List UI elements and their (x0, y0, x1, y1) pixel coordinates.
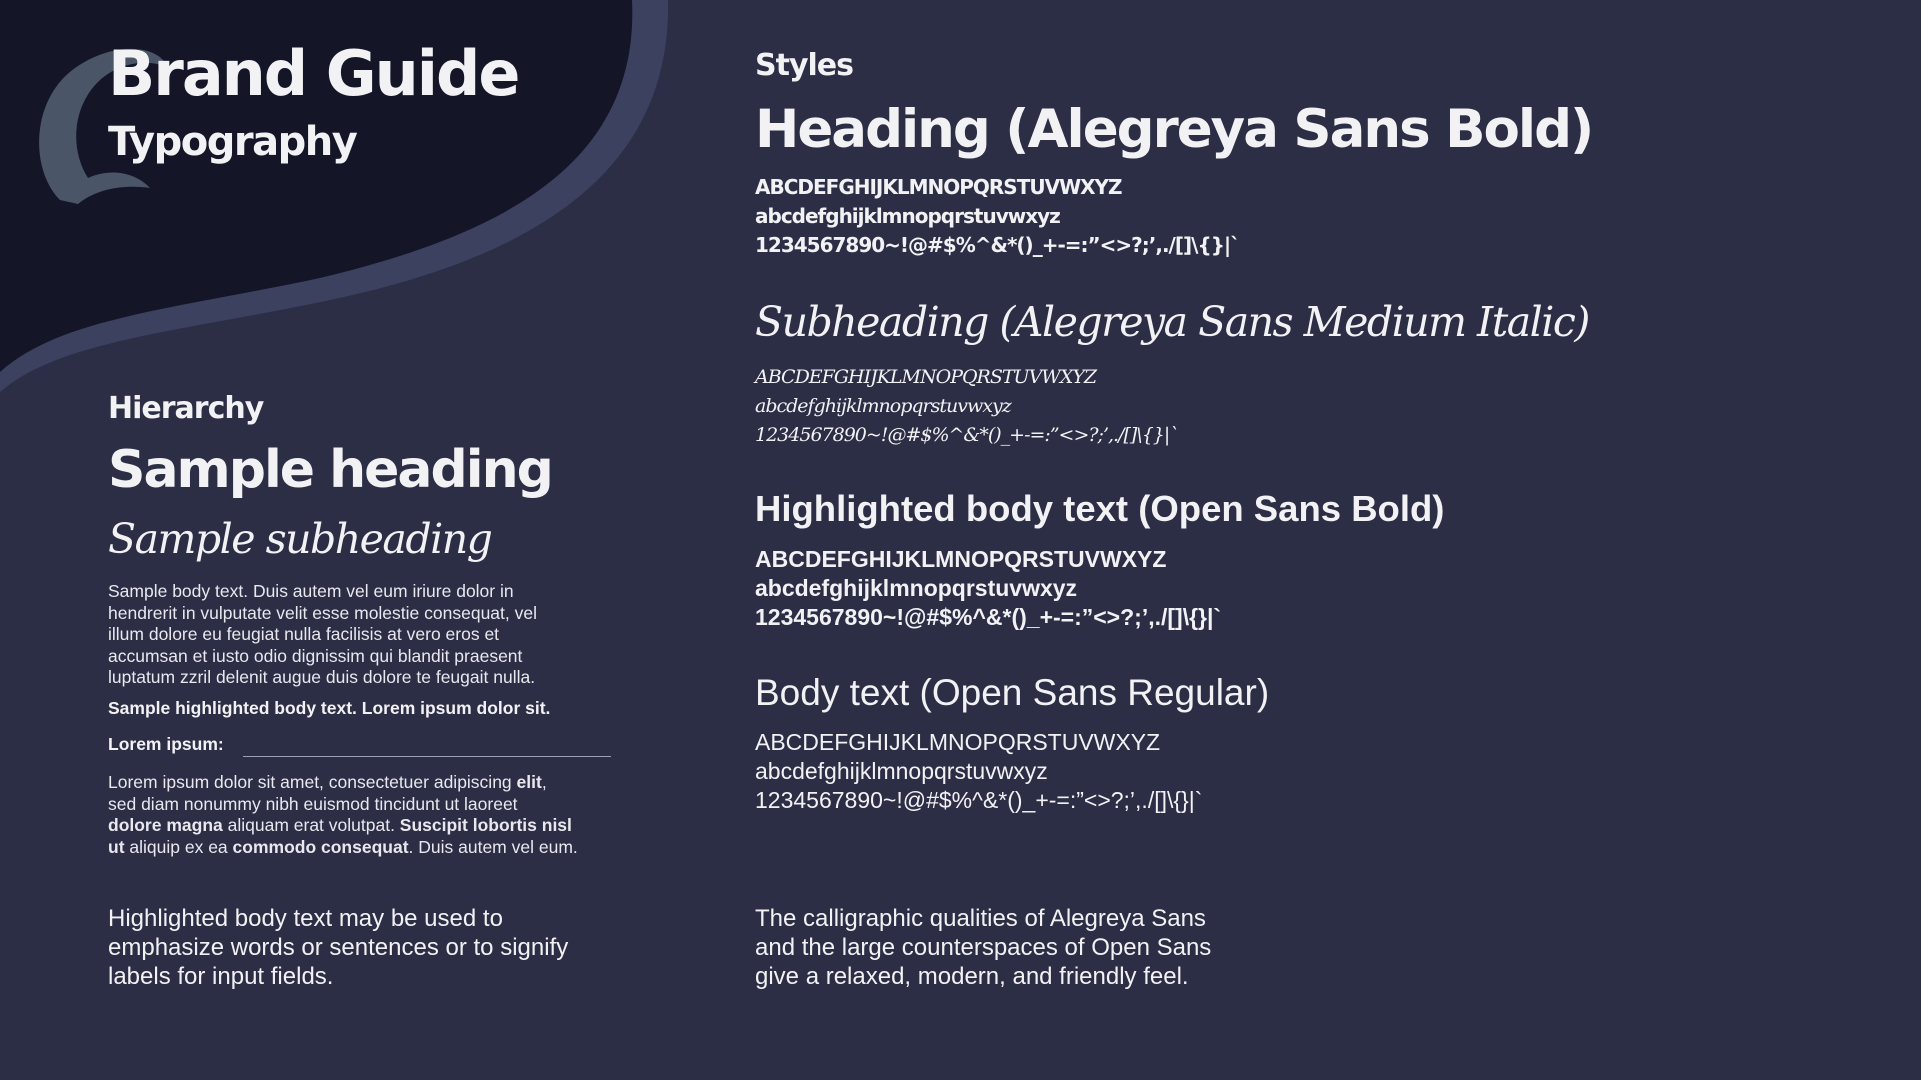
rich-text-run: Lorem ipsum dolor sit amet, consectetuer… (108, 772, 517, 792)
sample-body-text: Sample body text. Duis autem vel eum iri… (108, 581, 613, 689)
header-swoosh-decoration (0, 0, 669, 392)
subheading-style-title: Subheading (Alegreya Sans Medium Italic) (755, 298, 1590, 346)
rich-text-run: , (541, 772, 547, 792)
sample-subheading: Sample subheading (108, 515, 493, 563)
styles-footnote: The calligraphic qualities of Alegreya S… (755, 904, 1275, 991)
page-title: Brand Guide (108, 37, 520, 110)
glyph-row-symbols: 1234567890~!@#$%^&*()_+-=:”<>?;’,./[]\{}… (755, 787, 1203, 813)
rich-bold-run: ut (108, 836, 125, 857)
highlighted-style-glyphs: ABCDEFGHIJKLMNOPQRSTUVWXYZ abcdefghijklm… (755, 545, 1221, 632)
page-subtitle: Typography (108, 119, 358, 165)
glyph-row-lowercase: abcdefghijklmnopqrstuvwxyz (755, 758, 1048, 784)
glyph-row-uppercase: ABCDEFGHIJKLMNOPQRSTUVWXYZ (755, 175, 1123, 199)
input-label: Lorem ipsum: (108, 734, 224, 754)
styles-section-label: Styles (755, 48, 854, 83)
glyph-row-lowercase: abcdefghijklmnopqrstuvwxyz (755, 395, 1012, 417)
footnote-line: and the large counterspaces of Open Sans (755, 934, 1212, 961)
subheading-style-glyphs: ABCDEFGHIJKLMNOPQRSTUVWXYZ abcdefghijklm… (755, 363, 1179, 450)
sample-highlighted-text: Sample highlighted body text. Lorem ipsu… (108, 698, 551, 718)
glyph-row-uppercase: ABCDEFGHIJKLMNOPQRSTUVWXYZ (755, 729, 1161, 755)
mixed-weight-paragraph: Lorem ipsum dolor sit amet, consectetuer… (108, 772, 618, 858)
rich-line: sed diam nonummy nibh euismod tincidunt … (108, 793, 518, 814)
body-line: luptatum zzril delenit augue duis dolore… (108, 667, 536, 688)
footnote-line: emphasize words or sentences or to signi… (108, 934, 569, 961)
footnote-line: The calligraphic qualities of Alegreya S… (755, 905, 1206, 932)
glyph-row-lowercase: abcdefghijklmnopqrstuvwxyz (755, 575, 1078, 601)
glyph-row-symbols: 1234567890~!@#$%^&*()_+-=:”<>?;’,./[]\{}… (755, 424, 1179, 446)
body-line: Sample body text. Duis autem vel eum iri… (108, 581, 514, 601)
glyph-row-symbols: 1234567890~!@#$%^&*()_+-=:”<>?;’,./[]\{}… (755, 604, 1222, 630)
rich-bold-run: commodo consequat (232, 836, 409, 857)
hierarchy-section-label: Hierarchy (108, 391, 264, 426)
body-line: accumsan et iusto odio dignissim qui bla… (108, 645, 523, 666)
glyph-row-lowercase: abcdefghijklmnopqrstuvwxyz (755, 204, 1061, 228)
rich-bold-run: elit (516, 772, 542, 792)
rich-text-run: . Duis autem vel eum. (408, 836, 578, 857)
footnote-line: labels for input fields. (108, 963, 334, 990)
rich-text-run: aliquam erat volutpat. (222, 815, 400, 836)
footnote-line: Highlighted body text may be used to (108, 905, 503, 932)
body-line: hendrerit in vulputate velit esse molest… (108, 602, 537, 623)
body-style-glyphs: ABCDEFGHIJKLMNOPQRSTUVWXYZ abcdefghijklm… (755, 728, 1202, 815)
body-style-title: Body text (Open Sans Regular) (755, 672, 1270, 713)
hierarchy-footnote: Highlighted body text may be used to emp… (108, 904, 628, 991)
rich-line: ut aliquip ex ea commodo consequat. Duis… (108, 837, 618, 859)
heading-style-glyphs: ABCDEFGHIJKLMNOPQRSTUVWXYZ abcdefghijklm… (755, 173, 1240, 260)
rich-line: Lorem ipsum dolor sit amet, consectetuer… (108, 772, 618, 794)
rich-line: dolore magna aliquam erat volutpat. Susc… (108, 815, 618, 837)
swoosh-inner-dark (0, 0, 633, 372)
lorem-ipsum-input[interactable] (243, 740, 611, 757)
glyph-row-uppercase: ABCDEFGHIJKLMNOPQRSTUVWXYZ (755, 546, 1167, 572)
rich-bold-run: dolore magna (108, 815, 223, 836)
brand-leaf-mark (39, 48, 169, 205)
highlighted-style-title: Highlighted body text (Open Sans Bold) (755, 488, 1445, 529)
sample-heading: Sample heading (108, 440, 554, 500)
rich-text-run: aliquip ex ea (124, 836, 233, 857)
body-line: illum dolore eu feugiat nulla facilisis … (108, 624, 500, 645)
rich-bold-run: Suscipit lobortis nisl (399, 815, 572, 836)
heading-style-title: Heading (Alegreya Sans Bold) (755, 99, 1594, 160)
footnote-line: give a relaxed, modern, and friendly fee… (755, 963, 1189, 990)
glyph-row-uppercase: ABCDEFGHIJKLMNOPQRSTUVWXYZ (755, 366, 1097, 388)
glyph-row-symbols: 1234567890~!@#$%^&*()_+-=:”<>?;’,./[]\{}… (755, 233, 1240, 257)
